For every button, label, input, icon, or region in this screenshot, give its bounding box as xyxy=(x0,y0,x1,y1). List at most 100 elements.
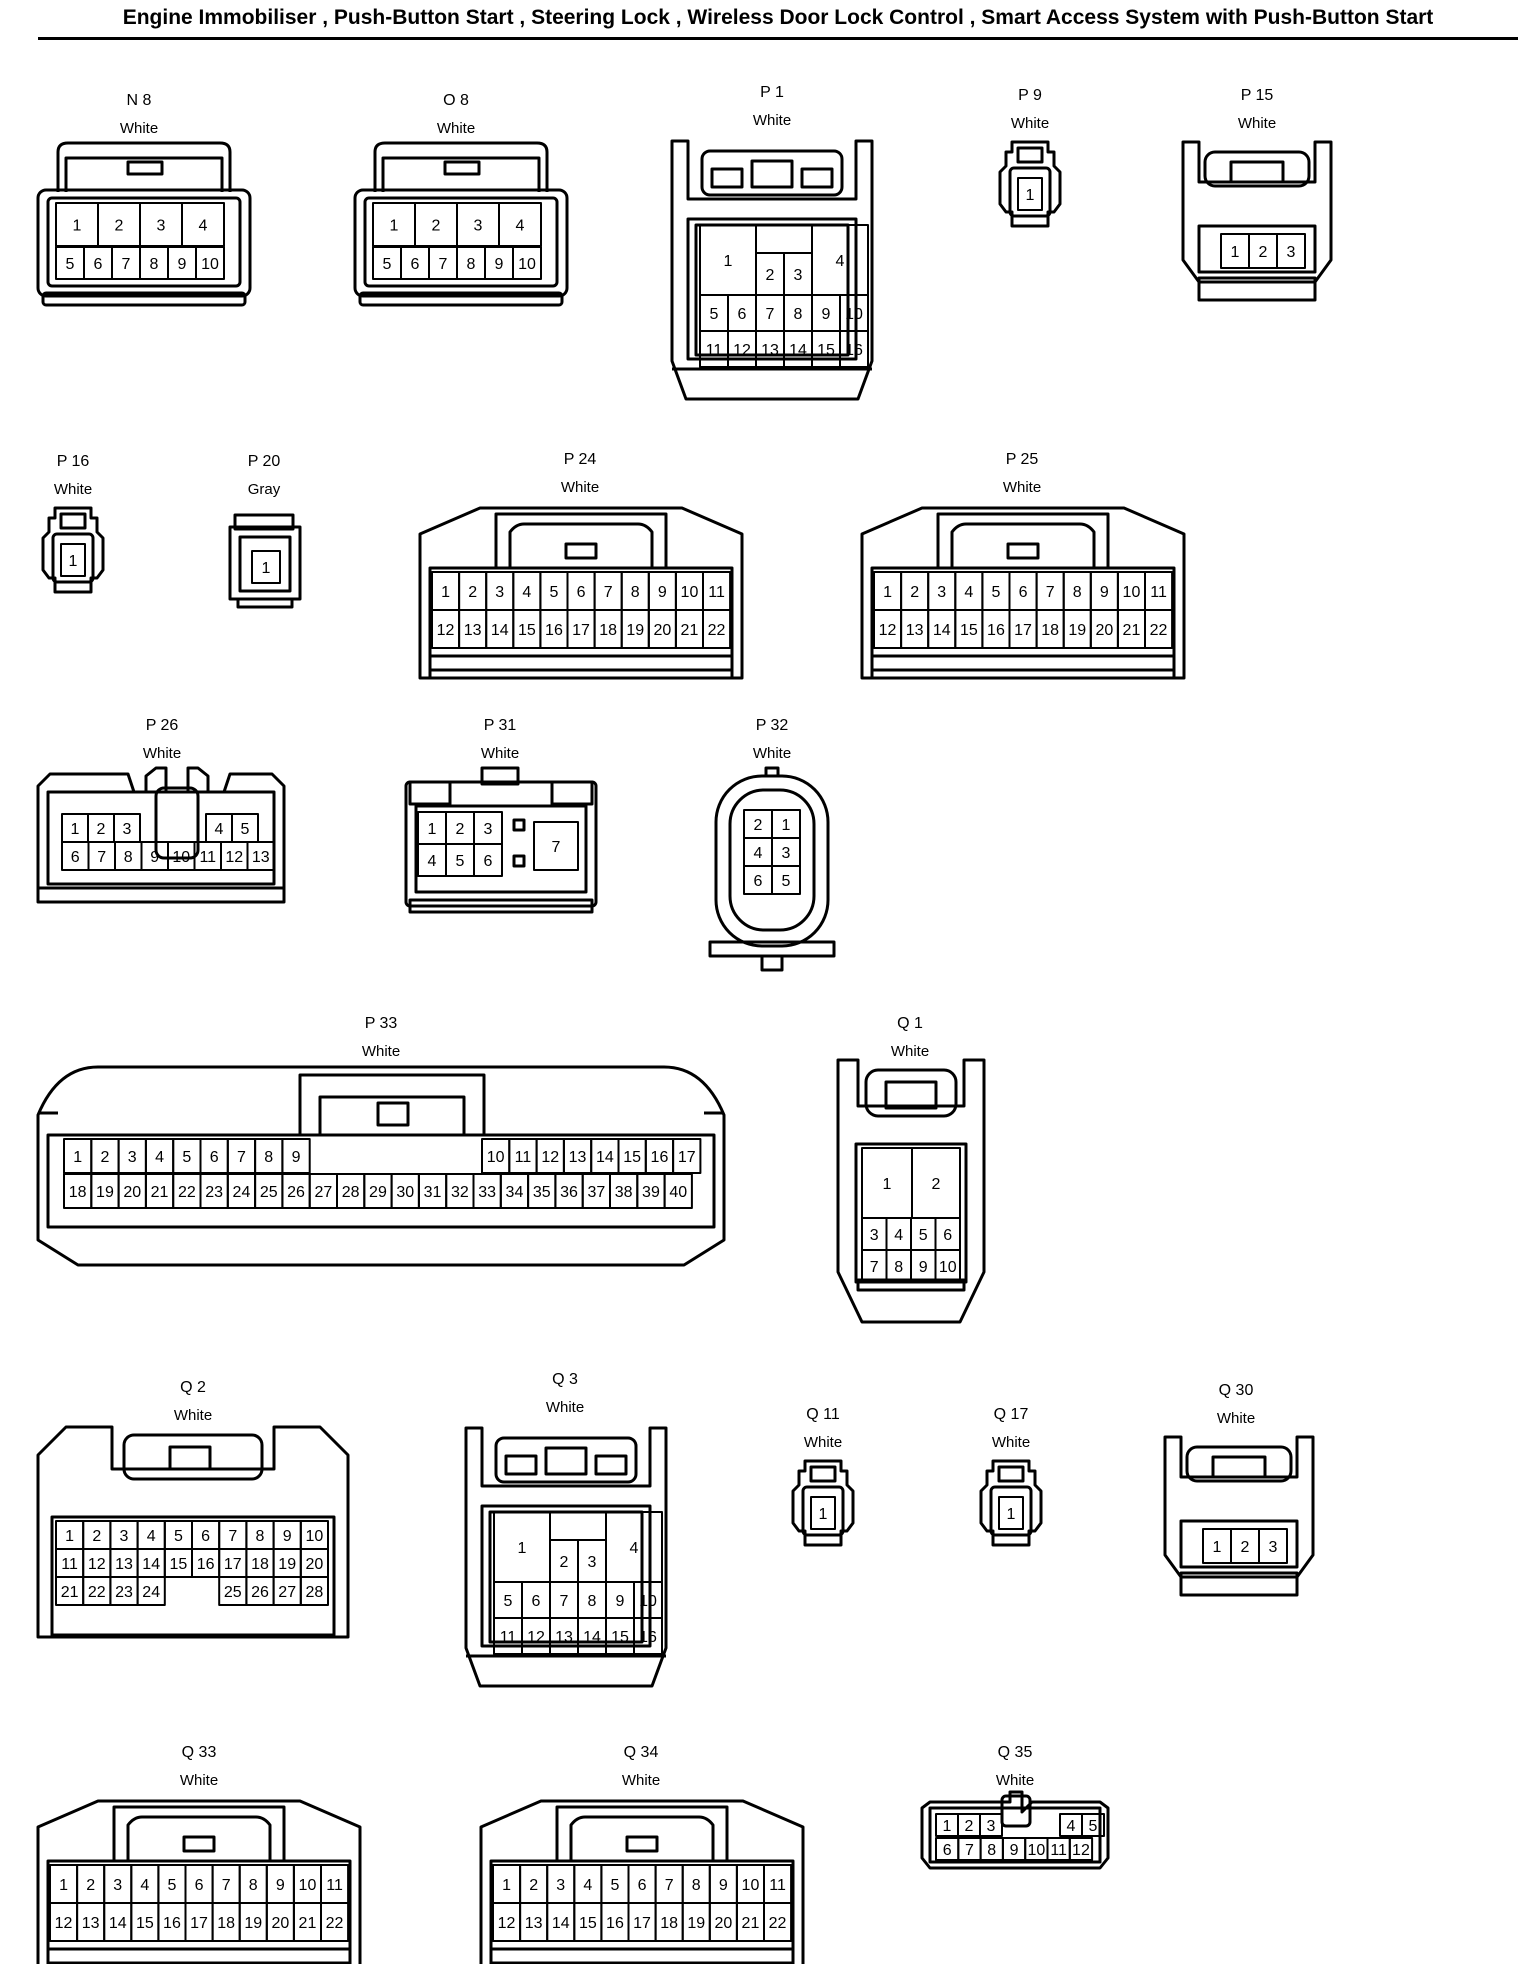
pin-number: 2 xyxy=(529,1877,538,1894)
pin-number: 1 xyxy=(819,1506,828,1523)
pin-number: 3 xyxy=(123,821,132,838)
housing-part xyxy=(1197,224,1317,274)
pin-cell xyxy=(998,1496,1024,1530)
housing-part xyxy=(353,188,569,298)
pin-number: 12 xyxy=(879,622,897,639)
connector-label: Q 11 xyxy=(806,1406,840,1423)
pin-cell xyxy=(1017,177,1043,211)
connector-label: O 8 xyxy=(443,92,469,109)
pin-cell xyxy=(839,330,869,368)
housing-part xyxy=(694,223,850,357)
pin-number: 3 xyxy=(987,1818,996,1835)
pin-number: 1 xyxy=(262,560,271,577)
pin-cell xyxy=(299,1576,329,1606)
housing-outline xyxy=(708,940,836,958)
pin-number: 3 xyxy=(474,218,483,235)
pin-number: 8 xyxy=(1073,584,1082,601)
connector-color: White xyxy=(1011,115,1049,132)
pin-number: 21 xyxy=(1123,622,1141,639)
connector-color: White xyxy=(753,745,791,762)
connector-label: Q 35 xyxy=(998,1744,1033,1761)
pin-number: 6 xyxy=(577,584,586,601)
pin-number: 4 xyxy=(964,584,973,601)
pin-number: 11 xyxy=(199,849,216,866)
housing-outline xyxy=(998,140,1062,228)
pin-number: 11 xyxy=(326,1877,343,1894)
pin-number: 2 xyxy=(754,817,763,834)
pin-cell xyxy=(1068,1837,1094,1861)
housing-part xyxy=(428,566,734,672)
housing-part xyxy=(408,780,452,806)
pin-number: 5 xyxy=(182,1149,191,1166)
pin-cell xyxy=(195,246,225,280)
pin-number: 14 xyxy=(491,622,509,639)
pin-number: 17 xyxy=(1014,622,1032,639)
housing-part xyxy=(1185,1445,1293,1483)
housing-part xyxy=(236,597,294,609)
pin-cell xyxy=(702,609,732,649)
pin-number: 5 xyxy=(383,256,392,273)
pin-cell xyxy=(60,543,86,577)
pin-number: 4 xyxy=(199,218,208,235)
pin-number: 3 xyxy=(588,1554,597,1571)
pin-number: 9 xyxy=(822,306,831,323)
pin-number: 4 xyxy=(516,218,525,235)
pin-number: 33 xyxy=(478,1184,496,1201)
connector-color: White xyxy=(1217,1410,1255,1427)
housing-outline xyxy=(126,1815,272,1861)
pin-number: 6 xyxy=(638,1877,647,1894)
pin-number: 19 xyxy=(96,1184,114,1201)
pin-number: 26 xyxy=(251,1584,269,1601)
pin-number: 13 xyxy=(252,849,270,866)
pin-number: 6 xyxy=(71,849,80,866)
pin-number: 9 xyxy=(719,1877,728,1894)
pin-number: 20 xyxy=(1095,622,1113,639)
pin-number: 6 xyxy=(195,1877,204,1894)
connector-label: P 32 xyxy=(756,717,789,734)
housing-part xyxy=(864,1068,958,1118)
pin-number: 2 xyxy=(100,1149,109,1166)
pin-cell xyxy=(320,1902,350,1942)
housing-part xyxy=(488,1510,644,1644)
pin-number: 9 xyxy=(292,1149,301,1166)
pin-number: 24 xyxy=(142,1584,160,1601)
connector-color: White xyxy=(362,1043,400,1060)
pin-number: 34 xyxy=(506,1184,524,1201)
connector-color: White xyxy=(1238,115,1276,132)
housing-part xyxy=(512,854,526,868)
pin-number: 13 xyxy=(464,622,482,639)
pin-number: 7 xyxy=(604,584,613,601)
pin-number: 22 xyxy=(178,1184,196,1201)
housing-outline xyxy=(36,1799,362,1964)
connector-color: White xyxy=(481,745,519,762)
pin-number: 1 xyxy=(782,817,791,834)
pin-number: 7 xyxy=(222,1877,231,1894)
housing-part xyxy=(168,1445,212,1471)
pin-number: 10 xyxy=(201,256,219,273)
housing-part xyxy=(238,535,292,593)
pin-number: 17 xyxy=(224,1556,242,1573)
connector-label: P 31 xyxy=(484,717,517,734)
pin-number: 10 xyxy=(1027,1842,1045,1859)
pin-number: 7 xyxy=(870,1259,879,1276)
housing-part xyxy=(51,532,95,584)
connector-color: White xyxy=(561,479,599,496)
pin-number: 16 xyxy=(639,1629,657,1646)
connector-color: White xyxy=(753,112,791,129)
housing-part xyxy=(46,196,242,288)
pin-number: 15 xyxy=(817,342,835,359)
housing-part xyxy=(512,818,526,832)
pin-number: 3 xyxy=(937,584,946,601)
pin-number: 9 xyxy=(276,1877,285,1894)
housing-part xyxy=(50,1515,336,1637)
housing-part xyxy=(404,780,598,908)
pin-number: 21 xyxy=(742,1915,760,1932)
pin-cell xyxy=(979,1813,1003,1837)
